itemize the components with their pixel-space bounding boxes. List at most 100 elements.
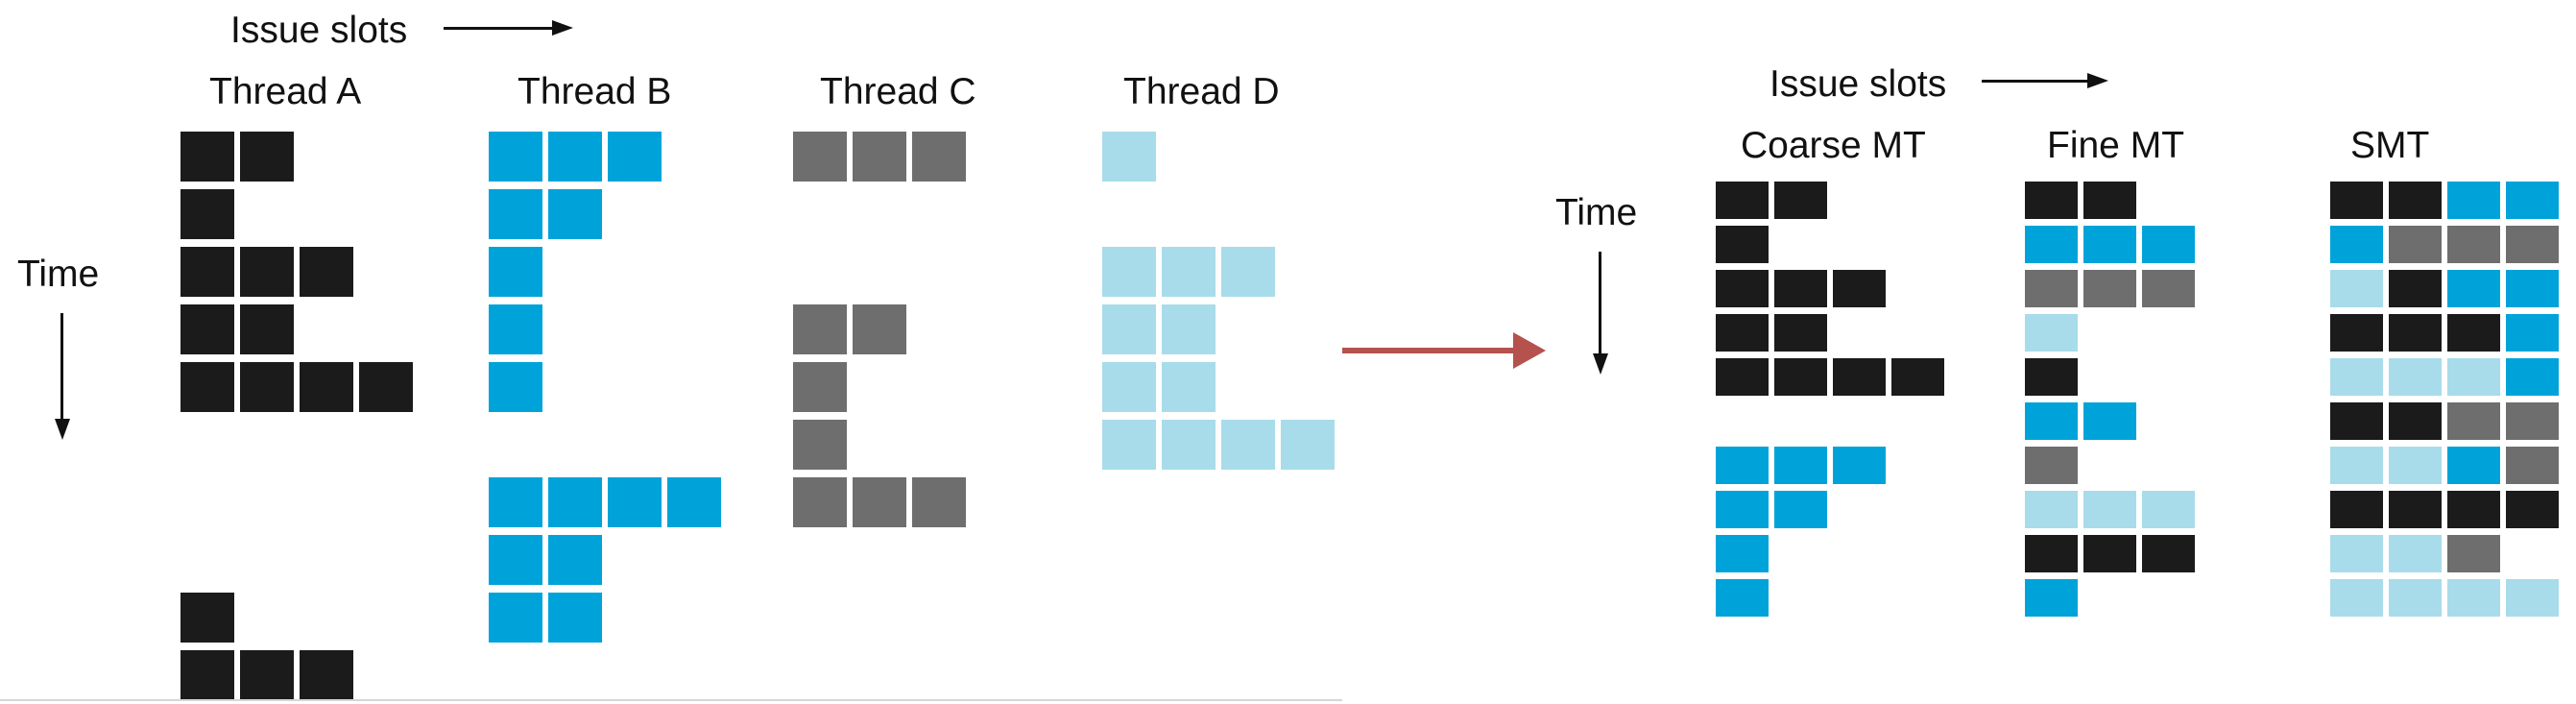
thread-b-slot-cell [548,189,602,239]
time-arrow-left-head [55,419,70,440]
smt-slot-cell [2330,579,2383,617]
coarse-mt-slot-cell [1716,314,1769,352]
left-panel-bottom-border [0,699,1342,701]
fine-mt-slot-cell [2025,491,2078,528]
coarse-mt-slot-cell [1774,491,1827,528]
smt-slot-cell [2330,491,2383,528]
thread-a-slot-cell [181,189,234,239]
smt-slot-cell [2330,402,2383,440]
smt-slot-cell [2506,226,2559,263]
fine-mt-slot-cell [2142,270,2195,307]
fine-mt-slot-cell [2025,182,2078,219]
issue-slots-arrow-right-head [2087,73,2108,88]
smt-slot-cell [2389,579,2442,617]
thread-b-slot-cell [489,362,542,412]
fine-mt-slot-cell [2025,447,2078,484]
thread-b-slot-cell [489,593,542,643]
thread-b-slot-cell [667,477,721,527]
thread-d-slot-cell [1162,247,1216,297]
coarse-mt-slot-cell [1716,491,1769,528]
transition-arrow-head [1513,332,1546,369]
thread-a-slot-cell [181,650,234,700]
smt-slot-cell [2389,491,2442,528]
thread-c-slot-cell [853,304,906,354]
thread-d-slot-cell [1162,420,1216,470]
thread-a-slot-cell [240,650,294,700]
thread-a-slot-cell [181,362,234,412]
thread-a-slot-cell [181,247,234,297]
fine-mt-slot-cell [2025,358,2078,396]
thread-b-slot-cell [489,477,542,527]
coarse-mt-slot-cell [1833,270,1886,307]
thread-b-label: Thread B [518,71,672,112]
thread-c-slot-cell [853,132,906,182]
coarse-mt-slot-cell [1774,358,1827,396]
thread-a-slot-cell [300,247,353,297]
coarse-mt-slot-cell [1774,270,1827,307]
fine-mt-slot-cell [2083,402,2136,440]
thread-c-label: Thread C [820,71,976,112]
thread-a-slot-cell [300,650,353,700]
thread-d-slot-cell [1162,304,1216,354]
thread-b-slot-cell [548,477,602,527]
time-label-right: Time [1555,192,1638,233]
smt-slot-cell [2389,402,2442,440]
transition-arrow-shaft [1342,348,1515,353]
thread-b-slot-cell [548,593,602,643]
thread-d-slot-cell [1221,420,1275,470]
smt-slot-cell [2447,358,2500,396]
fine-mt-slot-cell [2025,579,2078,617]
thread-d-slot-cell [1281,420,1335,470]
time-arrow-right-line [1599,252,1601,355]
fine-mt-slot-cell [2142,535,2195,572]
smt-slot-cell [2447,535,2500,572]
thread-b-slot-cell [608,477,662,527]
smt-slot-cell [2330,226,2383,263]
thread-d-label: Thread D [1123,71,1280,112]
smt-slot-cell [2506,402,2559,440]
fine-mt-slot-cell [2142,491,2195,528]
coarse-mt-slot-cell [1774,314,1827,352]
fine-mt-slot-cell [2025,270,2078,307]
coarse-mt-slot-cell [1716,358,1769,396]
fine-mt-label: Fine MT [2047,125,2185,166]
fine-mt-slot-cell [2083,226,2136,263]
fine-mt-slot-cell [2025,226,2078,263]
thread-b-slot-cell [548,535,602,585]
smt-slot-cell [2506,447,2559,484]
thread-a-slot-cell [181,132,234,182]
coarse-mt-slot-cell [1833,447,1886,484]
thread-d-slot-cell [1102,247,1156,297]
smt-slot-cell [2447,491,2500,528]
smt-slot-cell [2330,270,2383,307]
smt-slot-cell [2447,314,2500,352]
thread-b-slot-cell [489,189,542,239]
thread-c-slot-cell [793,362,847,412]
smt-slot-cell [2330,447,2383,484]
smt-slot-cell [2506,182,2559,219]
thread-a-slot-cell [300,362,353,412]
thread-c-slot-cell [793,477,847,527]
coarse-mt-slot-cell [1774,447,1827,484]
smt-slot-cell [2447,270,2500,307]
fine-mt-slot-cell [2025,314,2078,352]
time-label-left: Time [17,254,100,295]
smt-slot-cell [2506,491,2559,528]
thread-a-slot-cell [359,362,413,412]
smt-slot-cell [2389,358,2442,396]
coarse-mt-slot-cell [1716,579,1769,617]
smt-slot-cell [2389,270,2442,307]
coarse-mt-label: Coarse MT [1741,125,1926,166]
thread-b-slot-cell [548,132,602,182]
smt-slot-cell [2506,358,2559,396]
smt-slot-cell [2447,579,2500,617]
thread-c-slot-cell [912,132,966,182]
smt-label: SMT [2350,125,2430,166]
smt-slot-cell [2447,447,2500,484]
thread-a-slot-cell [240,362,294,412]
thread-b-slot-cell [608,132,662,182]
fine-mt-slot-cell [2083,535,2136,572]
coarse-mt-slot-cell [1716,535,1769,572]
fine-mt-slot-cell [2025,402,2078,440]
smt-slot-cell [2447,182,2500,219]
